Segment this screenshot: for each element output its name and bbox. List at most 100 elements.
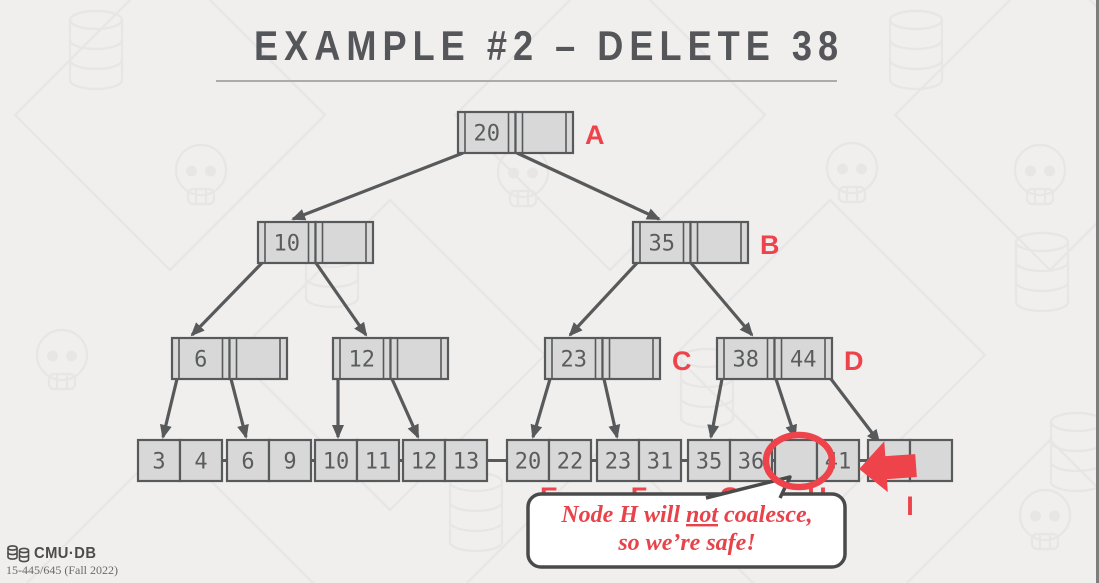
bubble-line-2: so we’re safe! bbox=[617, 530, 755, 556]
leaf-key-value: 23 bbox=[605, 450, 632, 475]
leaf-key-cell bbox=[313, 438, 359, 483]
watermark-skull-icon bbox=[1030, 532, 1060, 551]
watermark-database-icon bbox=[888, 20, 944, 91]
watermark-skull-icon bbox=[856, 163, 867, 175]
tree-pointer-arrow bbox=[689, 261, 754, 337]
leaf-key-cell bbox=[595, 438, 641, 483]
watermark-database-icon bbox=[1014, 281, 1070, 293]
internal-node-12: 12 bbox=[331, 336, 450, 381]
leaf-key-cell bbox=[136, 438, 182, 483]
watermark-skull-icon bbox=[186, 165, 197, 177]
database-stack-icon bbox=[7, 544, 30, 562]
node-key-value: 6 bbox=[194, 348, 207, 373]
node-key-value: 20 bbox=[474, 122, 501, 147]
leaf-key-cell bbox=[505, 438, 551, 483]
internal-node-A: 20 bbox=[456, 110, 575, 155]
watermark-skull-icon bbox=[508, 167, 519, 179]
watermark-skull-icon bbox=[1013, 143, 1067, 197]
watermark-database-icon bbox=[679, 377, 735, 389]
tree-pointer-arrow bbox=[159, 378, 179, 439]
watermark-skull-icon bbox=[1030, 510, 1041, 522]
bubble-line-1: Node H will not coalesce, bbox=[560, 502, 812, 528]
bubble-line1-post: coalesce, bbox=[718, 502, 813, 528]
slide-header: EXAMPLE #2 – DELETE 38 bbox=[0, 22, 1099, 70]
node-key-cell bbox=[543, 336, 604, 381]
node-key-value: 35 bbox=[649, 232, 676, 257]
internal-node-6: 6 bbox=[170, 336, 289, 381]
node-key-cell bbox=[601, 336, 662, 381]
node-key-value: 10 bbox=[274, 232, 301, 257]
node-key-cell bbox=[631, 220, 692, 265]
watermark-database-icon bbox=[1014, 261, 1070, 273]
watermark-skull-icon bbox=[47, 372, 77, 391]
watermark-skull-icon bbox=[1025, 165, 1036, 177]
page-title: EXAMPLE #2 – DELETE 38 bbox=[254, 22, 845, 69]
node-label-A: A bbox=[585, 120, 605, 150]
watermark-database-icon bbox=[68, 39, 124, 51]
leaf-label-I: I bbox=[906, 491, 914, 521]
course-label: 15-445/645 (Fall 2022) bbox=[6, 563, 118, 577]
bubble-line1-underlined: not bbox=[686, 502, 719, 528]
tree-pointer-arrow bbox=[707, 378, 724, 439]
tree-pointer-arrow bbox=[568, 261, 639, 337]
logo-text: CMU·DB bbox=[34, 544, 97, 562]
leaf-key-cell bbox=[225, 438, 271, 483]
watermark-database-icon bbox=[68, 59, 124, 71]
watermark-database-icon bbox=[448, 482, 504, 553]
watermark-database-icon bbox=[888, 59, 944, 71]
tree-pointer-arrow bbox=[530, 378, 552, 439]
internal-node-10: 10 bbox=[256, 220, 375, 265]
watermark-database-icon bbox=[1049, 441, 1099, 453]
leaf-key-value: 6 bbox=[241, 450, 254, 475]
tree-pointer-arrow bbox=[314, 262, 368, 337]
cmu-db-logo: CMU·DB bbox=[6, 545, 118, 562]
node-key-cell bbox=[389, 336, 450, 381]
watermark-skull-icon bbox=[1025, 187, 1055, 206]
speech-bubble-tail bbox=[705, 475, 792, 500]
node-key-value: 38 bbox=[733, 348, 760, 373]
node-key-cell bbox=[170, 336, 231, 381]
leaf-key-cell bbox=[443, 438, 489, 483]
watermark-skull-icon bbox=[837, 163, 848, 175]
red-left-block-arrow-icon bbox=[859, 441, 917, 493]
node-label-B: B bbox=[760, 230, 780, 260]
watermark-database-icon bbox=[68, 9, 124, 31]
leaf-key-value: 4 bbox=[194, 450, 207, 475]
watermark-database-icon bbox=[1049, 422, 1099, 493]
watermark-diamond bbox=[13, 0, 327, 272]
tree-pointer-arrow bbox=[829, 378, 881, 444]
node-key-cell bbox=[514, 110, 575, 155]
watermark-skull-icon bbox=[527, 167, 538, 179]
watermark-skull-icon bbox=[205, 165, 216, 177]
tree-pointer-arrow bbox=[390, 378, 420, 439]
watermark-skull-icon bbox=[825, 141, 879, 195]
leaf-node-8: 41 bbox=[773, 438, 861, 483]
watermark-database-icon bbox=[1014, 242, 1070, 313]
leaf-key-cell bbox=[728, 438, 774, 483]
watermark-skull-icon bbox=[174, 143, 228, 197]
watermark-database-icon bbox=[1049, 461, 1099, 473]
watermark-diamond bbox=[453, 0, 767, 272]
title-underline bbox=[216, 80, 837, 82]
node-label-D: D bbox=[844, 346, 864, 376]
watermark-diamond bbox=[893, 0, 1099, 272]
watermark-skull-icon bbox=[35, 328, 89, 382]
watermark-skull-icon bbox=[186, 187, 216, 206]
leaf-key-value: 35 bbox=[696, 450, 723, 475]
internal-node-B: 35 bbox=[631, 220, 750, 265]
node-key-cell bbox=[689, 220, 750, 265]
leaf-key-value: 3 bbox=[152, 450, 165, 475]
leaf-key-value: 13 bbox=[453, 450, 480, 475]
internal-node-C: 23 bbox=[543, 336, 662, 381]
watermark-database-icon bbox=[68, 20, 124, 91]
leaf-key-value: 36 bbox=[738, 450, 765, 475]
leaf-key-value: 12 bbox=[411, 450, 438, 475]
tree-pointer-arrow bbox=[291, 151, 464, 221]
node-key-cell bbox=[256, 220, 317, 265]
node-key-cell bbox=[456, 110, 517, 155]
tree-pointer-arrow bbox=[190, 261, 264, 337]
